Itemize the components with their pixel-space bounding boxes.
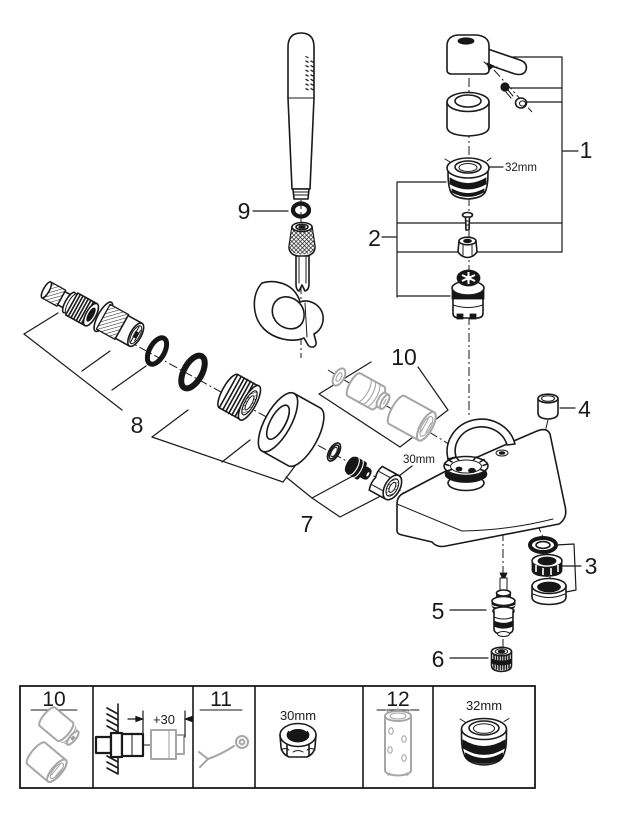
legend-tool11-number: 11 [210,688,232,711]
size-label-30mm: 30mm [403,454,435,466]
shower-hose-nut [288,221,316,258]
kit7-washer [326,442,342,462]
legend-30mm-size: 30mm [280,708,316,723]
legend-box-kit10: 10 [25,688,80,783]
callout-9: 9 [238,198,251,224]
dimension-plus30: +30 [127,710,193,738]
lever-handle [446,34,528,76]
legend-tool12-number: 12 [386,688,409,711]
callout-1: 1 [580,137,593,163]
diverter-5 [491,572,516,637]
oring-large [178,352,208,392]
callout-3: 3 [585,553,598,579]
legend-strip: 10 [19,685,536,789]
oring-small [144,335,170,367]
faucet-body [396,418,567,548]
legend-box-32mm: 32mm [459,698,510,766]
handle-logo-slot [457,37,475,45]
fitting-icon [94,731,152,759]
callout-3-bracket [555,543,582,593]
legend-extension-dimension: +30 [153,712,175,727]
escutcheon-rosette [257,391,325,468]
size-30mm-leader [398,465,413,477]
extension-icon [150,729,185,760]
plug-screw-hole [495,449,509,457]
s-union [40,281,100,327]
ring-nut-32mm [444,157,492,200]
kit10-washer [331,367,347,387]
callout-5: 5 [432,598,445,624]
legend-box-30mm: 30mm [279,708,317,758]
hand-shower [287,32,315,200]
callout-6: 6 [432,646,445,672]
slotted-collar-3b [531,553,563,577]
legend-box-installation: +30 [94,703,193,775]
legend-kit10-number: 10 [42,688,65,711]
cartridge [451,269,485,320]
cartridge-screw [461,211,474,231]
legend-box-tool11: 11 [198,688,249,768]
callout-8: 8 [131,412,144,438]
knurled-nut-6 [490,646,513,673]
callout-2-bracket [381,181,563,298]
body-arch [446,418,516,460]
threaded-collar [217,373,262,421]
nut-30mm-icon [279,722,317,758]
callout-1-bracket [510,56,579,253]
socket-tool-icon [384,707,412,777]
handle-screw [500,82,514,99]
kit7-union-nut-30mm [368,465,403,501]
shower-hose-end [295,255,310,292]
legend-box-tool12: 12 [376,688,420,777]
handshower-spray-face [304,55,314,94]
oring-9 [290,201,312,219]
wrench-icon [198,735,249,768]
size-label-32mm: 32mm [505,162,537,174]
dome-cap [446,91,490,137]
callout-7: 7 [301,511,314,537]
plug-4 [537,393,559,420]
legend-kit10-socket-icon [25,741,68,783]
kit7-plug [344,456,372,480]
callout-4: 4 [578,396,591,422]
oring-3a [528,536,558,554]
callout-10: 10 [391,344,417,370]
sleeve-3c [531,577,567,606]
legend-kit10-check-valve-icon [38,706,80,746]
cartridge-nut [457,236,478,259]
shower-holder [253,280,324,348]
screw-cap [514,97,528,109]
callout-2: 2 [368,225,381,251]
kit10-socket [386,394,437,442]
kit10-check-valve [345,372,391,411]
shower-outlet-ring [443,455,489,492]
wall-flange-adapter [93,301,145,348]
ring-nut-32mm-icon [459,717,510,766]
legend-32mm-size: 32mm [466,698,502,713]
callout-8-bracket [23,312,299,483]
